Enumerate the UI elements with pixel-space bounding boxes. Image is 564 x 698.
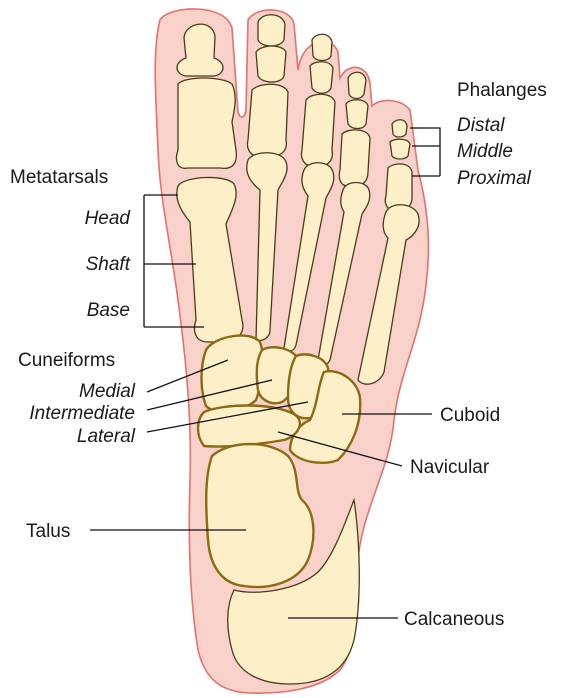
label-phalanges: Phalanges	[457, 80, 547, 101]
label-medial: Medial	[79, 381, 136, 402]
big-toe-bones	[175, 23, 238, 170]
label-metatarsals: Metatarsals	[10, 167, 108, 188]
medial-cuneiform	[200, 334, 265, 413]
third-toe-bones	[300, 33, 336, 167]
label-intermediate: Intermediate	[29, 403, 135, 424]
label-middle: Middle	[457, 141, 513, 162]
label-proximal: Proximal	[457, 168, 532, 189]
second-toe-bones	[246, 14, 289, 157]
label-base: Base	[87, 300, 130, 321]
label-cuboid: Cuboid	[440, 405, 500, 426]
label-navicular: Navicular	[410, 457, 490, 478]
label-calcaneous: Calcaneous	[404, 609, 504, 630]
talus-bone	[205, 442, 315, 589]
calcaneus-bone	[227, 497, 360, 685]
metatarsal-bones	[176, 152, 420, 385]
labels: Phalanges Distal Middle Proximal Metatar…	[10, 80, 547, 630]
label-head: Head	[85, 208, 132, 229]
fourth-toe-bones	[338, 71, 371, 187]
label-distal: Distal	[457, 115, 505, 136]
fifth-toe-bones	[384, 119, 413, 211]
tarsal-bones	[196, 334, 362, 685]
navicular-bone	[196, 404, 301, 448]
leader-lines	[90, 127, 441, 619]
label-lateral: Lateral	[77, 426, 136, 447]
label-cuneiforms: Cuneiforms	[18, 350, 115, 371]
label-shaft: Shaft	[86, 254, 131, 275]
label-talus: Talus	[26, 521, 70, 542]
